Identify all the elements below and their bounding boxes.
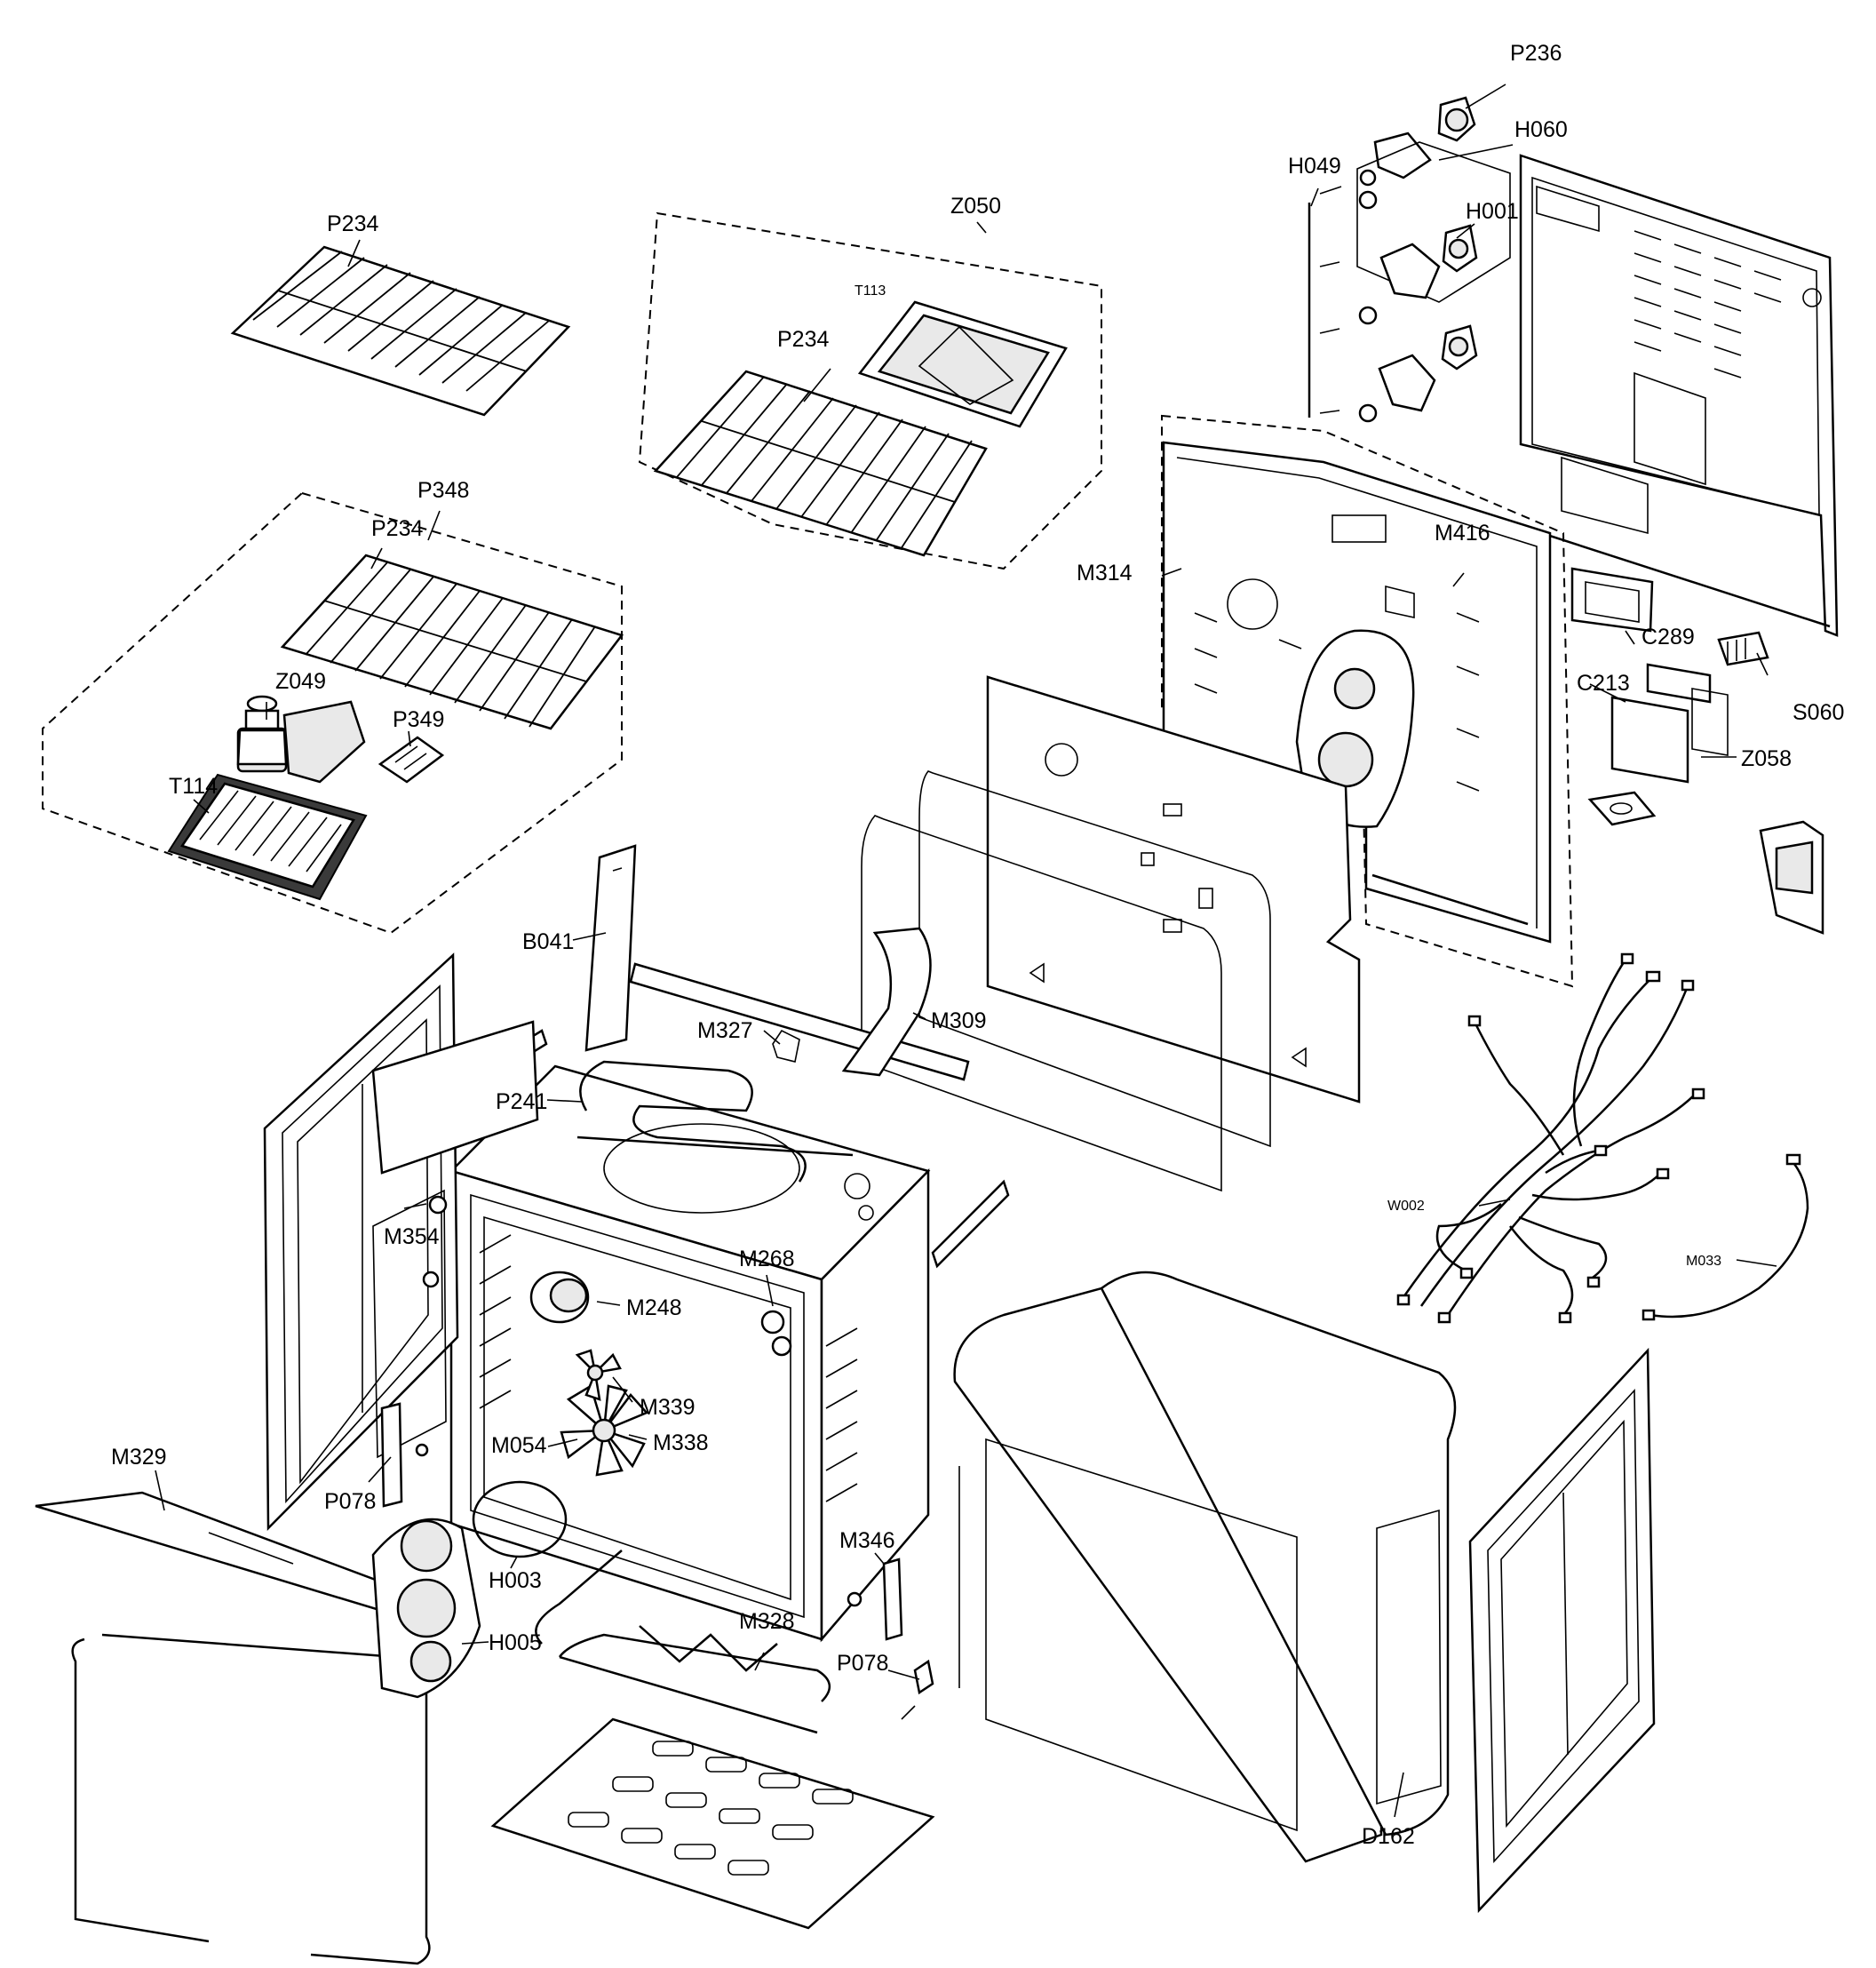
baking-pan-t113 <box>857 300 1068 428</box>
terminal-block-s060 <box>1717 631 1769 666</box>
outer-wrapper-d162 <box>953 1271 1457 1863</box>
heater-motor-h001 <box>1379 224 1478 299</box>
control-board-c289 <box>1570 567 1654 633</box>
rear-insulation-outline-2 <box>861 815 1222 1192</box>
lamp-m268 <box>760 1310 792 1357</box>
rear-frame-m314 <box>1162 441 1552 944</box>
label-w002: W002 <box>1387 1199 1425 1214</box>
door-gasket <box>71 1633 431 1965</box>
label-m033: M033 <box>1686 1254 1721 1269</box>
rear-insulation-outline-1 <box>918 770 1271 1148</box>
vent-duct-b041 <box>584 844 637 1052</box>
leader-lines <box>155 84 1777 1818</box>
cooling-fan-h005 <box>371 1518 481 1699</box>
bake-element-m328 <box>535 1550 831 1734</box>
fan-ring-h003 <box>472 1480 568 1558</box>
bottom-tray <box>490 1717 935 1930</box>
label-m339: M339 <box>640 1395 696 1420</box>
label-p348: P348 <box>417 478 469 503</box>
hinge-p078-left <box>380 1402 429 1508</box>
side-panel-right <box>1468 1347 1656 1914</box>
label-c213: C213 <box>1577 671 1630 696</box>
label-z050: Z050 <box>950 194 1001 219</box>
side-panel-left <box>371 1020 539 1459</box>
fan-motor-m248 <box>529 1271 590 1324</box>
broiler-pan-t114 <box>167 773 368 901</box>
label-m346: M346 <box>839 1528 895 1553</box>
convection-motor-p236 <box>1437 96 1476 142</box>
clip-p349 <box>378 736 445 784</box>
label-m416: M416 <box>1435 521 1490 546</box>
label-c289: C289 <box>1642 625 1695 649</box>
oven-rack-p348-kit <box>280 554 624 730</box>
label-m327: M327 <box>697 1018 753 1043</box>
convection-fan-m338 <box>560 1384 649 1477</box>
label-t113: T113 <box>855 283 886 299</box>
label-p241: P241 <box>496 1089 547 1114</box>
motor-bracket-h060 <box>1358 131 1432 210</box>
side-rail-right <box>931 1179 1010 1269</box>
label-p236: P236 <box>1510 41 1562 66</box>
label-z058: Z058 <box>1741 746 1792 771</box>
hinge-p078-right <box>901 1659 934 1720</box>
label-d162: D162 <box>1362 1824 1415 1849</box>
bracket-m327 <box>772 1029 800 1063</box>
label-h005: H005 <box>489 1630 542 1655</box>
kit-z050-outline <box>638 211 1102 570</box>
gasket-plate <box>1587 791 1657 826</box>
oven-rack-top <box>230 245 571 417</box>
hinge-m346 <box>847 1558 903 1641</box>
label-m329: M329 <box>111 1445 167 1470</box>
flue-duct-m309 <box>841 927 932 1077</box>
label-m309: M309 <box>931 1008 987 1033</box>
label-m054: M054 <box>491 1433 547 1458</box>
bracket-z058 <box>1610 688 1729 784</box>
cleaner-bottle-z049 <box>236 695 366 784</box>
label-m354: M354 <box>384 1224 440 1249</box>
label-b041: B041 <box>522 929 574 954</box>
rear-cover-panel <box>1519 154 1839 637</box>
label-h060: H060 <box>1514 117 1568 142</box>
control-box <box>1759 820 1824 935</box>
label-m328: M328 <box>739 1609 795 1634</box>
label-m248: M248 <box>626 1295 682 1320</box>
wire-harness-w002 <box>1402 959 1697 1316</box>
fan-spinner-m339 <box>575 1349 622 1401</box>
label-h049: H049 <box>1288 154 1341 179</box>
label-p234-lower: P234 <box>371 516 423 541</box>
label-z049: Z049 <box>275 669 326 694</box>
label-m268: M268 <box>739 1247 795 1271</box>
label-p234-kit: P234 <box>777 327 829 352</box>
label-p078-left: P078 <box>324 1489 376 1514</box>
label-p234-top: P234 <box>327 211 378 236</box>
wire-harness-connectors <box>1396 952 1705 1324</box>
label-h001: H001 <box>1466 199 1519 224</box>
broil-element-p241 <box>576 1060 854 1183</box>
relay-board-c213 <box>1646 663 1712 704</box>
oven-cavity <box>449 1064 931 1643</box>
wire-harness-m033 <box>1642 1153 1809 1321</box>
kit-p348-outline <box>42 491 623 935</box>
motor-screws <box>1319 186 1342 414</box>
hinge-m354 <box>422 1195 448 1288</box>
label-m314: M314 <box>1077 561 1133 586</box>
label-s060: S060 <box>1793 700 1844 725</box>
oven-rack-z050-kit <box>653 370 988 557</box>
h001-bracket-outline <box>1356 141 1511 303</box>
heater-motor-lower <box>1358 306 1478 423</box>
label-p078-right: P078 <box>837 1651 888 1676</box>
label-t114: T114 <box>169 774 218 799</box>
label-m338: M338 <box>653 1430 709 1455</box>
rear-insulation-board <box>986 675 1361 1104</box>
label-h003: H003 <box>489 1568 542 1593</box>
label-p349: P349 <box>393 707 444 732</box>
